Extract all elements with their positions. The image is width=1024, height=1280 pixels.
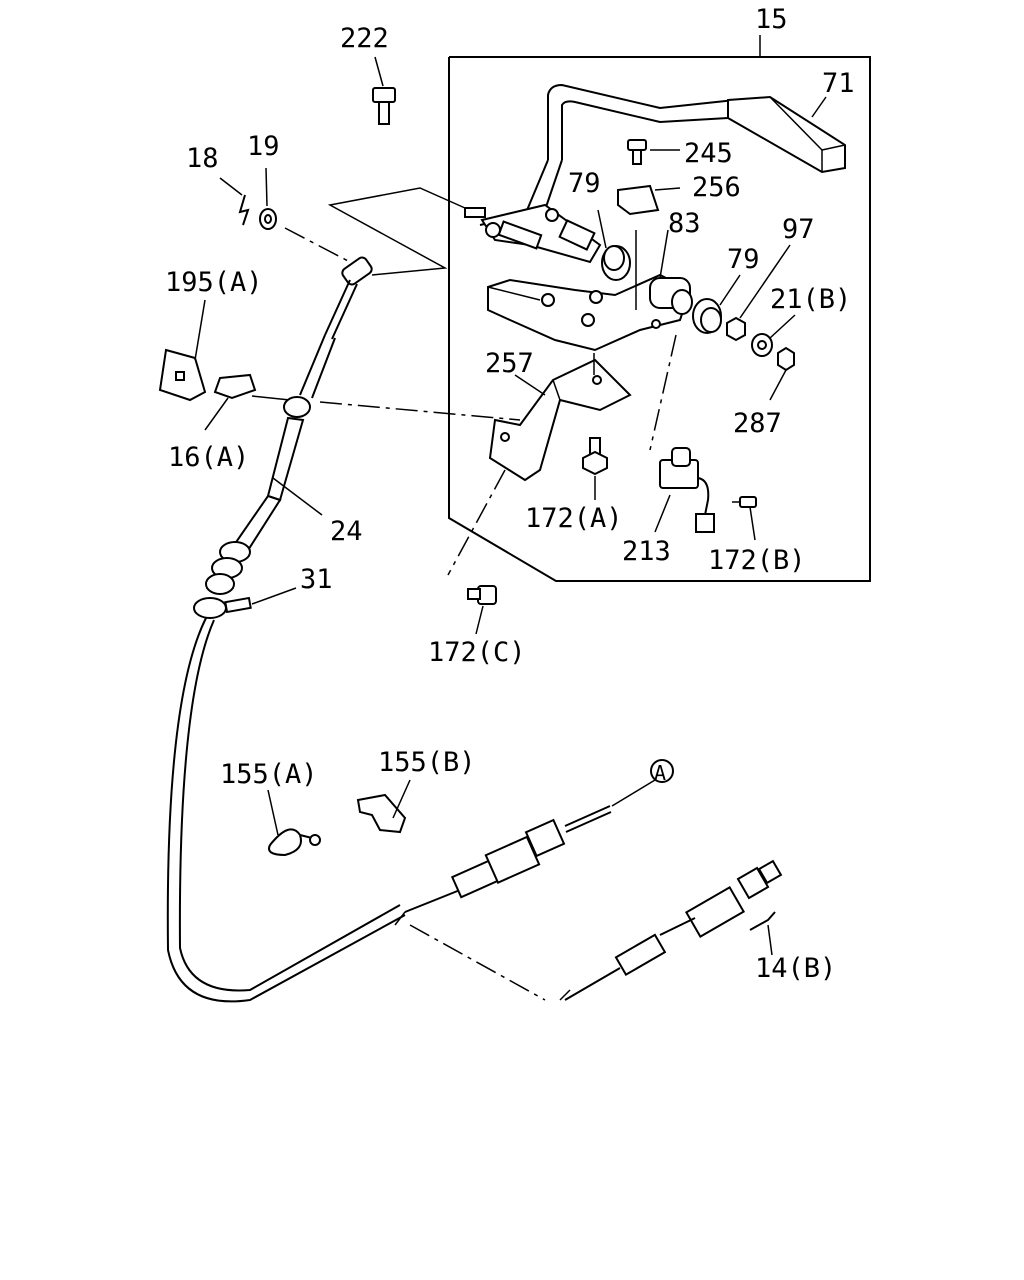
clip-195a — [158, 299, 207, 402]
bushing-79-right — [692, 274, 741, 334]
switch-213 — [649, 334, 715, 533]
bolt-172c — [447, 469, 506, 635]
label-79-right: 79 — [727, 244, 760, 275]
label-19: 19 — [247, 131, 280, 162]
label-71: 71 — [822, 68, 855, 99]
label-16a: 16(A) — [168, 442, 249, 473]
label-222: 222 — [340, 23, 389, 54]
pin-14b — [749, 911, 776, 956]
label-15: 15 — [755, 4, 788, 35]
cable-break-dash — [394, 911, 571, 1001]
label-18: 18 — [186, 143, 219, 174]
lever-arm — [464, 159, 602, 264]
screw-172b — [732, 496, 757, 541]
washer-19 — [259, 167, 351, 263]
nut-97 — [726, 244, 791, 342]
label-83: 83 — [668, 208, 701, 239]
washer-21b — [751, 314, 796, 357]
label-245: 245 — [684, 138, 733, 169]
bracket-257 — [488, 353, 632, 482]
part-labels: 222 15 71 18 19 245 79 256 83 97 79 21(B… — [165, 4, 855, 984]
clip-256 — [617, 184, 681, 216]
lever-handle-71 — [547, 83, 846, 174]
clip-16a — [204, 373, 257, 431]
label-14b: 14(B) — [755, 953, 836, 984]
label-79-left: 79 — [568, 168, 601, 199]
label-287: 287 — [733, 408, 782, 439]
label-195a: 195(A) — [165, 267, 263, 298]
pin-18 — [219, 177, 250, 226]
bushing-79-left — [597, 209, 631, 281]
bolt-222 — [372, 56, 396, 125]
projection-lines — [251, 187, 521, 421]
clamp-31 — [193, 587, 297, 619]
cable-loop — [166, 617, 406, 1003]
label-172c: 172(C) — [428, 637, 526, 668]
rear-cable-lower — [564, 859, 783, 1001]
label-256: 256 — [692, 172, 741, 203]
label-155a: 155(A) — [220, 759, 318, 790]
label-24: 24 — [330, 516, 363, 547]
label-257: 257 — [485, 348, 534, 379]
base-bracket-83 — [487, 229, 693, 352]
label-172a: 172(A) — [525, 503, 623, 534]
rear-cable — [404, 759, 674, 913]
bolt-172a — [582, 437, 608, 500]
label-155b: 155(B) — [378, 747, 476, 778]
front-cable-24 — [205, 256, 373, 595]
nut-287 — [769, 346, 795, 401]
label-a-callout: A — [654, 761, 666, 785]
label-97: 97 — [782, 214, 815, 245]
assembly-frame-15 — [448, 35, 871, 582]
label-21b: 21(B) — [770, 284, 851, 315]
label-31: 31 — [300, 564, 333, 595]
clip-155b — [356, 779, 411, 834]
clip-155a — [267, 789, 321, 857]
label-213: 213 — [622, 536, 671, 567]
label-172b: 172(B) — [708, 545, 806, 576]
screw-245 — [627, 139, 680, 165]
